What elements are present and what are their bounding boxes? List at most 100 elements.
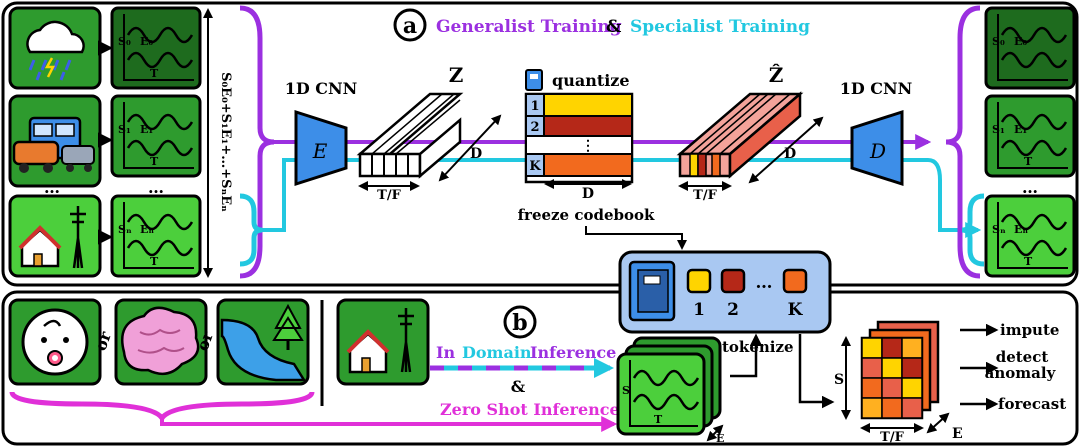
- stack-s: S: [622, 384, 630, 397]
- generalist-brace-right: [945, 5, 981, 279]
- panel-b-badge: [503, 305, 537, 339]
- tokenize-arrow: [730, 333, 763, 378]
- out-en: Eₙ: [1014, 223, 1028, 236]
- output-tile-n: Sₙ Eₙ T: [984, 194, 1076, 278]
- river-icon: [216, 298, 310, 386]
- series-e1: E₁: [140, 123, 153, 136]
- token-k: K: [788, 300, 804, 320]
- task-impute: impute: [1000, 321, 1059, 339]
- token-grid: [861, 337, 923, 419]
- baby-icon: [8, 298, 102, 386]
- zhat-tf-label: T/F: [693, 188, 717, 203]
- zhat-d-label: D: [784, 146, 796, 162]
- encoder-label: 1D CNN: [285, 79, 358, 98]
- z-d-label: D: [470, 146, 482, 162]
- specialist-brace-right: [961, 193, 985, 267]
- grid-s-label: S: [834, 372, 844, 388]
- encoder: E: [294, 109, 348, 187]
- token-1: 1: [693, 300, 705, 320]
- series-sn: Sₙ: [118, 223, 132, 236]
- token-grid-cell: [881, 337, 903, 359]
- encoder-symbol: E: [312, 139, 328, 163]
- grid-tf-label: T/F: [880, 430, 904, 445]
- out-sn: Sₙ: [992, 223, 1006, 236]
- left-ellipsis: …: [44, 178, 60, 197]
- codebook-dots: ⋮: [581, 138, 595, 154]
- token-grid-cell: [881, 377, 903, 399]
- token-grid-cell: [861, 397, 883, 419]
- series-en: Eₙ: [140, 223, 154, 236]
- zero-shot-flow: [160, 416, 618, 432]
- input-stack: [616, 336, 722, 436]
- series-t1: T: [150, 155, 159, 168]
- out-e1: E₁: [1014, 123, 1027, 136]
- out-tn: T: [1024, 255, 1033, 268]
- brain-icon: [114, 298, 208, 386]
- out-s0: S₀: [992, 35, 1005, 48]
- freeze-arrow: [585, 226, 687, 250]
- frozen-codebook-box: [618, 250, 832, 334]
- codebook-table: [524, 92, 634, 184]
- tokenize-label: tokenize: [722, 338, 794, 356]
- z-label: Z: [449, 63, 464, 87]
- codebook-row-k: K: [529, 159, 541, 174]
- output-tile-1: S₁ E₁ T: [984, 94, 1076, 178]
- token-grid-cell: [901, 397, 923, 419]
- right-ellipsis: …: [1022, 178, 1038, 197]
- in-domain-inference: Inference: [530, 343, 616, 362]
- quantize-label: quantize: [552, 71, 630, 90]
- token-grid-cell: [881, 357, 903, 379]
- token-dots: …: [756, 273, 773, 293]
- zero-shot-label: Zero Shot Inference: [440, 400, 620, 419]
- token-grid-cell: [861, 337, 883, 359]
- decoder-symbol: D: [869, 139, 886, 163]
- token-grid-cell: [861, 357, 883, 379]
- zhat-d-arrow: [748, 116, 824, 184]
- codebook-icon: [525, 69, 543, 91]
- series-t0: T: [150, 67, 159, 80]
- token-grid-cell: [901, 377, 923, 399]
- left-series-ellipsis: …: [148, 178, 164, 197]
- inference-amp: &: [511, 377, 526, 396]
- title-amp: &: [606, 17, 622, 37]
- series-tn: T: [150, 255, 159, 268]
- stack-e-arrow: [706, 424, 724, 442]
- token-grid-cell: [881, 397, 903, 419]
- series-tile-n: Sₙ Eₙ T: [110, 194, 202, 278]
- series-s1: S₁: [118, 123, 131, 136]
- panel-b-badge-text: b: [512, 310, 527, 336]
- freeze-label: freeze codebook: [518, 206, 655, 224]
- title-specialist: Specialist Training: [630, 17, 810, 37]
- series-e0: E₀: [140, 35, 153, 48]
- codebook-to-grid-arrow: [798, 334, 835, 409]
- series-tile-0: S₀ E₀ T: [110, 6, 202, 90]
- electricity-icon: [8, 194, 102, 278]
- codebook-row-2: 2: [530, 120, 539, 135]
- z-d-arrow: [438, 114, 502, 182]
- in-domain-domain: Domain: [462, 343, 532, 362]
- panel-a-badge: [393, 8, 427, 42]
- codebook-row-1: 1: [530, 99, 539, 114]
- token-grid-cell: [901, 337, 923, 359]
- sum-label: S₀E₀+S₁E₁+…+SₙEₙ: [218, 72, 233, 212]
- decoder-label: 1D CNN: [840, 79, 913, 98]
- out-e0: E₀: [1014, 35, 1027, 48]
- weather-icon: [8, 6, 102, 90]
- stack-e: E: [716, 432, 724, 445]
- decoder: D: [850, 109, 904, 187]
- out-s1: S₁: [992, 123, 1005, 136]
- token-2: 2: [727, 300, 739, 320]
- z-tf-label: T/F: [377, 188, 401, 203]
- traffic-icon: [8, 94, 102, 188]
- grid-e-label: E: [952, 426, 963, 442]
- token-grid-cell: [901, 357, 923, 379]
- in-domain-electricity-icon: [336, 298, 430, 386]
- stack-t: T: [654, 413, 663, 426]
- in-domain-in: In: [436, 343, 455, 362]
- out-t1: T: [1024, 155, 1033, 168]
- codebook-d-label: D: [582, 186, 594, 202]
- grid-e-arrow: [926, 412, 950, 434]
- panel-a-badge-text: a: [403, 13, 417, 39]
